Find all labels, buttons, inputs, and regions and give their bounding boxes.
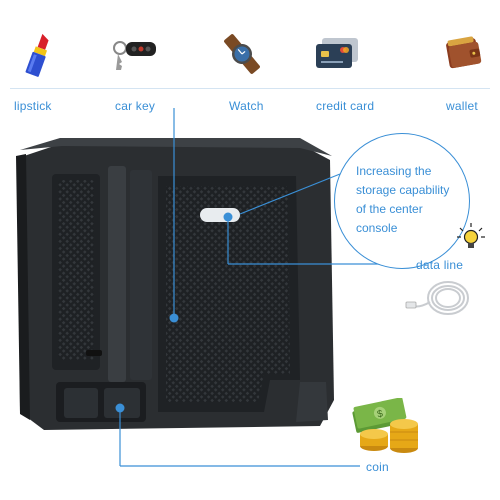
svg-text:$: $ (376, 408, 384, 420)
callout-line-3: of the center (356, 202, 423, 216)
car-key-icon (113, 41, 156, 70)
credit-card-icon (316, 38, 358, 68)
watch-icon (224, 34, 260, 74)
label-lipstick: lipstick (14, 99, 52, 113)
wallet-icon (446, 36, 482, 69)
label-data-line: data line (416, 258, 464, 272)
callout-text: Increasing the storage capability of the… (356, 162, 456, 238)
console-tray (16, 138, 334, 430)
label-wallet: wallet (446, 99, 478, 113)
label-watch: Watch (229, 99, 264, 113)
callout-line-2: storage capability (356, 183, 450, 197)
money-coins-icon: $ (352, 398, 418, 453)
callout-circle (334, 133, 470, 269)
top-divider (10, 88, 490, 89)
lightbulb-icon (457, 223, 485, 248)
cable-icon (405, 281, 469, 315)
label-credit-card: credit card (316, 99, 375, 113)
callout-line-1: Increasing the (356, 164, 432, 178)
lipstick-icon (25, 33, 49, 77)
callout-line-4: console (356, 221, 398, 235)
label-coin: coin (366, 460, 389, 474)
label-car-key: car key (115, 99, 156, 113)
